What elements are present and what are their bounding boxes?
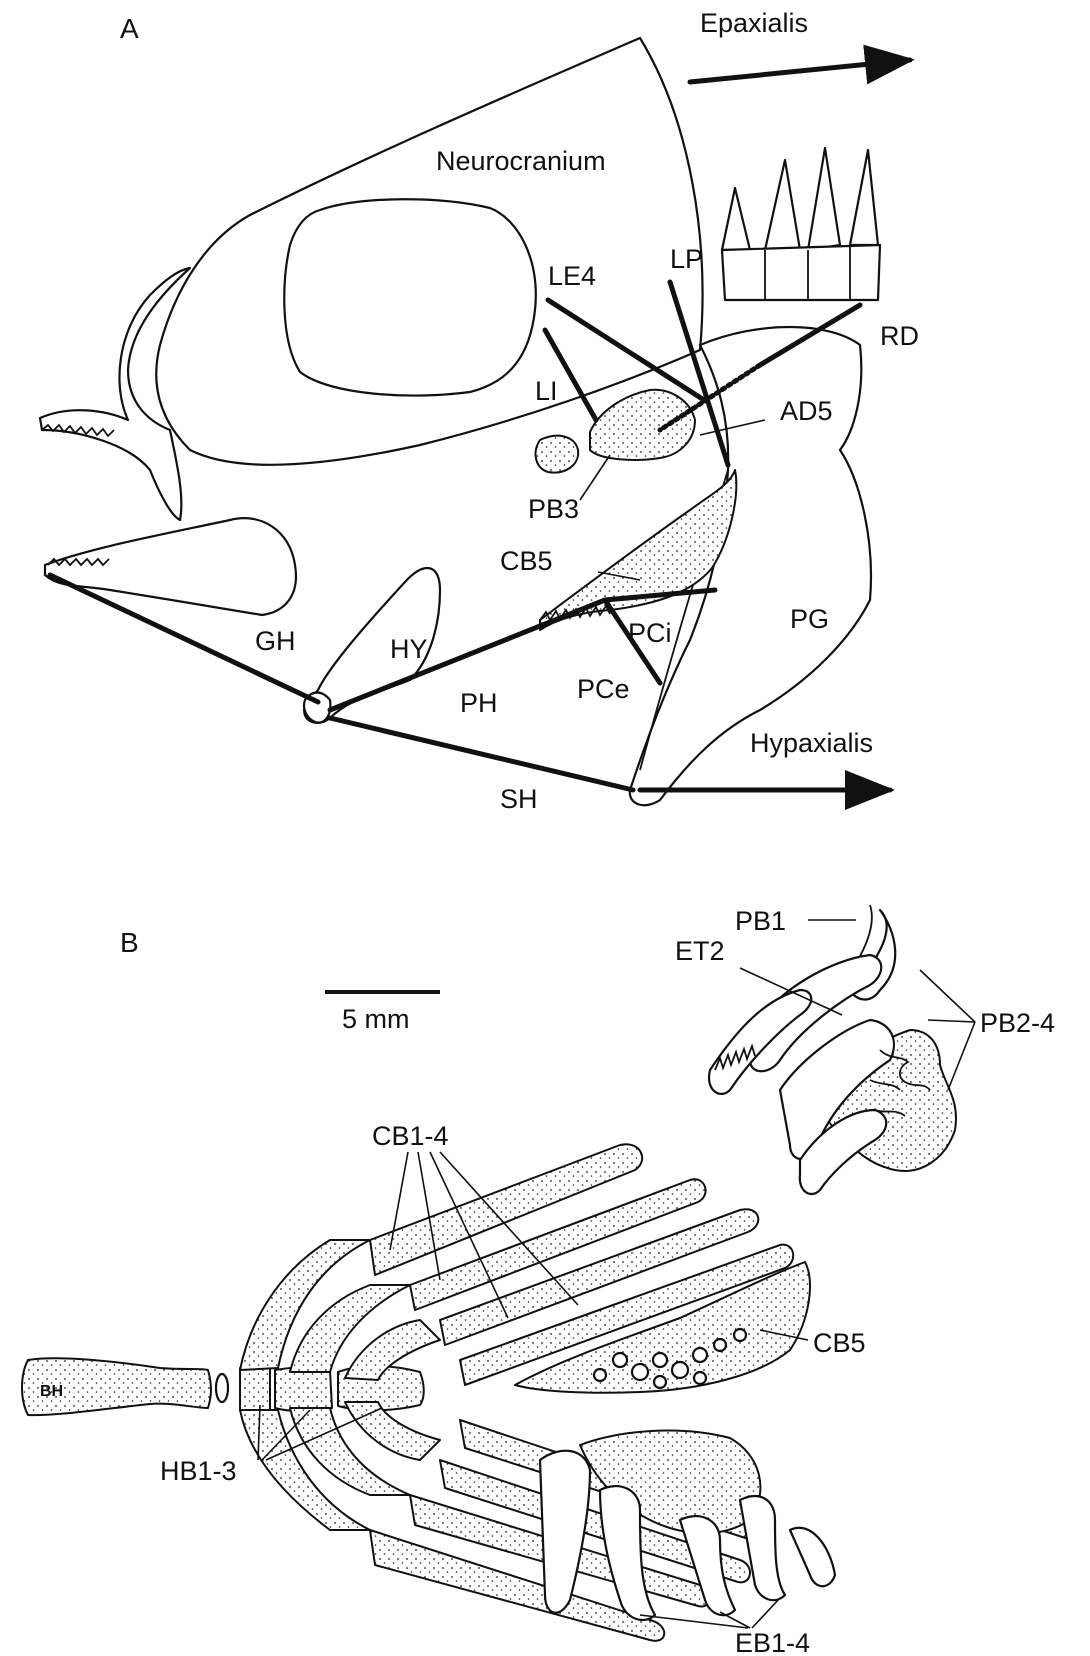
dorsal-spines — [720, 146, 882, 302]
label-le4: LE4 — [548, 261, 596, 291]
label-eb1-4: EB1-4 — [735, 1628, 810, 1656]
label-cb5-b: CB5 — [813, 1328, 866, 1358]
label-pb3: PB3 — [528, 494, 579, 524]
eb1-4-leader-a — [639, 1614, 749, 1629]
premaxilla-outline — [38, 266, 192, 522]
label-li: LI — [535, 376, 558, 406]
label-scale-bar: 5 mm — [342, 1004, 410, 1034]
panel-b: B 5 mm — [21, 904, 1055, 1656]
pb2-4-leader-c — [947, 1021, 976, 1091]
muscle-sh — [327, 715, 636, 793]
pb3-bone — [589, 388, 696, 461]
muscle-le4 — [545, 297, 707, 403]
hb1-3-leader-c — [265, 1407, 383, 1461]
cb5-tooth-circles — [592, 1327, 748, 1390]
label-neurocranium: Neurocranium — [436, 146, 606, 176]
label-et2: ET2 — [675, 936, 725, 966]
pb3-leader — [579, 454, 611, 501]
hb1-bone — [239, 1367, 271, 1411]
label-sh: SH — [500, 784, 538, 814]
epibranchial-cluster — [538, 1429, 837, 1622]
hb1-3-leader-b — [261, 1409, 311, 1461]
panel-b-label: B — [120, 927, 139, 958]
label-pb2-4: PB2-4 — [980, 1008, 1055, 1038]
lower-jaw-outline — [43, 517, 298, 617]
cb1-4-leader-d — [439, 1151, 579, 1306]
hb1-3-leader-a — [257, 1404, 261, 1461]
hb2-bone — [274, 1366, 333, 1412]
label-lp: LP — [670, 244, 703, 274]
label-epaxialis: Epaxialis — [700, 8, 808, 38]
orbit-outline — [283, 198, 537, 397]
label-pb1: PB1 — [735, 906, 786, 936]
muscle-pce — [602, 597, 663, 686]
muscle-pci — [602, 587, 718, 603]
cb5-leader-b — [759, 1329, 809, 1341]
label-ad5: AD5 — [780, 396, 833, 426]
panel-a: A — [38, 8, 919, 814]
label-rd: RD — [880, 321, 919, 351]
muscle-ph — [327, 597, 608, 713]
cb1-4-leader-c — [429, 1151, 509, 1319]
label-hypaxialis: Hypaxialis — [750, 728, 873, 758]
cb1-4-leader-b — [417, 1151, 441, 1281]
label-ph: PH — [460, 688, 498, 718]
label-hb1-3: HB1-3 — [160, 1456, 237, 1486]
cb5-lower-jaw-bone — [514, 1261, 811, 1394]
upper-pharyngeal-cluster — [707, 904, 957, 1196]
premaxilla-teeth — [41, 423, 115, 438]
epaxialis-arrow — [687, 44, 915, 85]
cb5-leader-a — [597, 571, 641, 581]
ad5-leader — [699, 419, 766, 436]
muscle-lp — [667, 279, 731, 468]
lower-jaw-teeth — [47, 557, 110, 567]
muscle-li — [542, 327, 599, 423]
label-gh: GH — [255, 626, 296, 656]
label-pce: PCe — [577, 674, 630, 704]
basihyal-bone — [21, 1357, 212, 1417]
muscle-gh — [47, 572, 321, 705]
muscle-rd-dotted — [657, 362, 763, 433]
pb3-small-bone — [534, 434, 580, 474]
cb5-bone — [539, 469, 738, 631]
et2-leader — [739, 967, 843, 1016]
pb2-4-leader-a — [919, 969, 976, 1023]
muscle-rd-solid — [757, 302, 863, 368]
label-pci: PCi — [628, 618, 672, 648]
label-bh: BH — [40, 1383, 63, 1400]
eb1-4-leader-b — [719, 1611, 751, 1629]
label-hy: HY — [390, 634, 428, 664]
label-cb1-4: CB1-4 — [372, 1121, 449, 1151]
label-cb5: CB5 — [500, 546, 553, 576]
label-pg: PG — [790, 604, 829, 634]
panel-a-label: A — [120, 13, 139, 44]
eb1-4-leader-c — [751, 1597, 781, 1629]
cb1-4-leader-a — [389, 1151, 409, 1251]
basihyal-joint — [214, 1372, 230, 1404]
pb2-4-leader-b — [927, 1019, 976, 1023]
